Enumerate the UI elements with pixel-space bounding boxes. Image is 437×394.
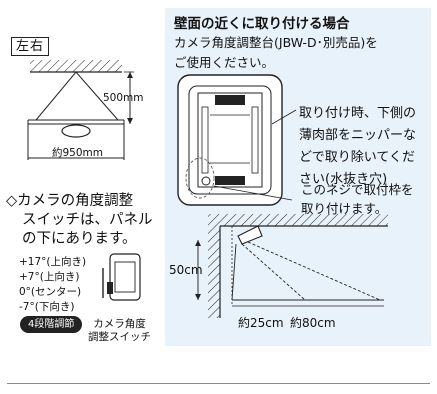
note-line-3: の下にあります。 [22, 231, 137, 247]
switch-caption: カメラ角度 調整スイッチ [88, 318, 151, 344]
angle-option-3: 0°(センター) [19, 286, 82, 298]
switch-caption-line-2: 調整スイッチ [88, 331, 151, 343]
switch-location-note: ◇カメラの角度調整 スイッチは、パネル の下にあります。 [6, 192, 156, 249]
callout-line-2: 薄肉部をニッパーな [299, 128, 417, 143]
callout-line-4: さい(水抜き穴) [299, 172, 388, 187]
distance-vertical-label: 500mm [103, 92, 144, 104]
distance-horizontal-label: 約950mm [52, 147, 103, 159]
wall-hatch [208, 226, 220, 318]
callout-line-1: 取り付け時、下側の [299, 106, 417, 121]
screw-note: このネジで取付枠を 取り付けます。 [301, 180, 414, 218]
camera-body [109, 253, 141, 301]
dist-far-label: 約80cm [290, 316, 336, 330]
screw-note-line-1: このネジで取付枠を [301, 182, 414, 197]
height-label: 50cm [169, 263, 203, 277]
screw-icon [201, 176, 211, 186]
mount-plate [197, 92, 263, 188]
intro-line-2: ご使用ください。 [174, 55, 275, 70]
panel-intro: カメラ角度調整台(JBW-D･別売品)を ご使用ください。 [174, 33, 378, 73]
note-line-2: スイッチは、パネル [22, 212, 153, 228]
knockout-highlight [185, 157, 215, 199]
callout-line-3: どで取り除いてくだ [299, 150, 415, 165]
angle-option-2: +7°(上向き) [19, 271, 80, 283]
fixture-ring [61, 124, 91, 138]
camera-unit [237, 225, 263, 245]
switch-caption-line-1: カメラ角度 [93, 318, 146, 330]
dist-near-label: 約25cm [238, 316, 284, 330]
section-tag-left-right: 左右 [11, 37, 50, 56]
ceiling-hatch-wall [208, 214, 388, 226]
knockout-callout: 取り付け時、下側の 薄肉部をニッパーな どで取り除いてくだ さい(水抜き穴) [299, 103, 416, 191]
light-cone [35, 71, 119, 121]
angle-option-1: +17°(上向き) [19, 256, 87, 268]
bottom-divider [7, 383, 430, 384]
intro-line-1: カメラ角度調整台(JBW-D･別売品)を [174, 35, 378, 50]
adjustment-badge: 4段階調節 [20, 316, 83, 333]
angle-option-4: -7°(下向き) [19, 301, 75, 313]
panel-title: 壁面の近くに取り付ける場合 [174, 16, 350, 32]
ceiling-hatch [30, 60, 122, 72]
note-line-1: ◇カメラの角度調整 [6, 193, 134, 209]
adjust-switch-icon [107, 282, 113, 294]
screw-note-line-2: 取り付けます。 [301, 201, 388, 216]
